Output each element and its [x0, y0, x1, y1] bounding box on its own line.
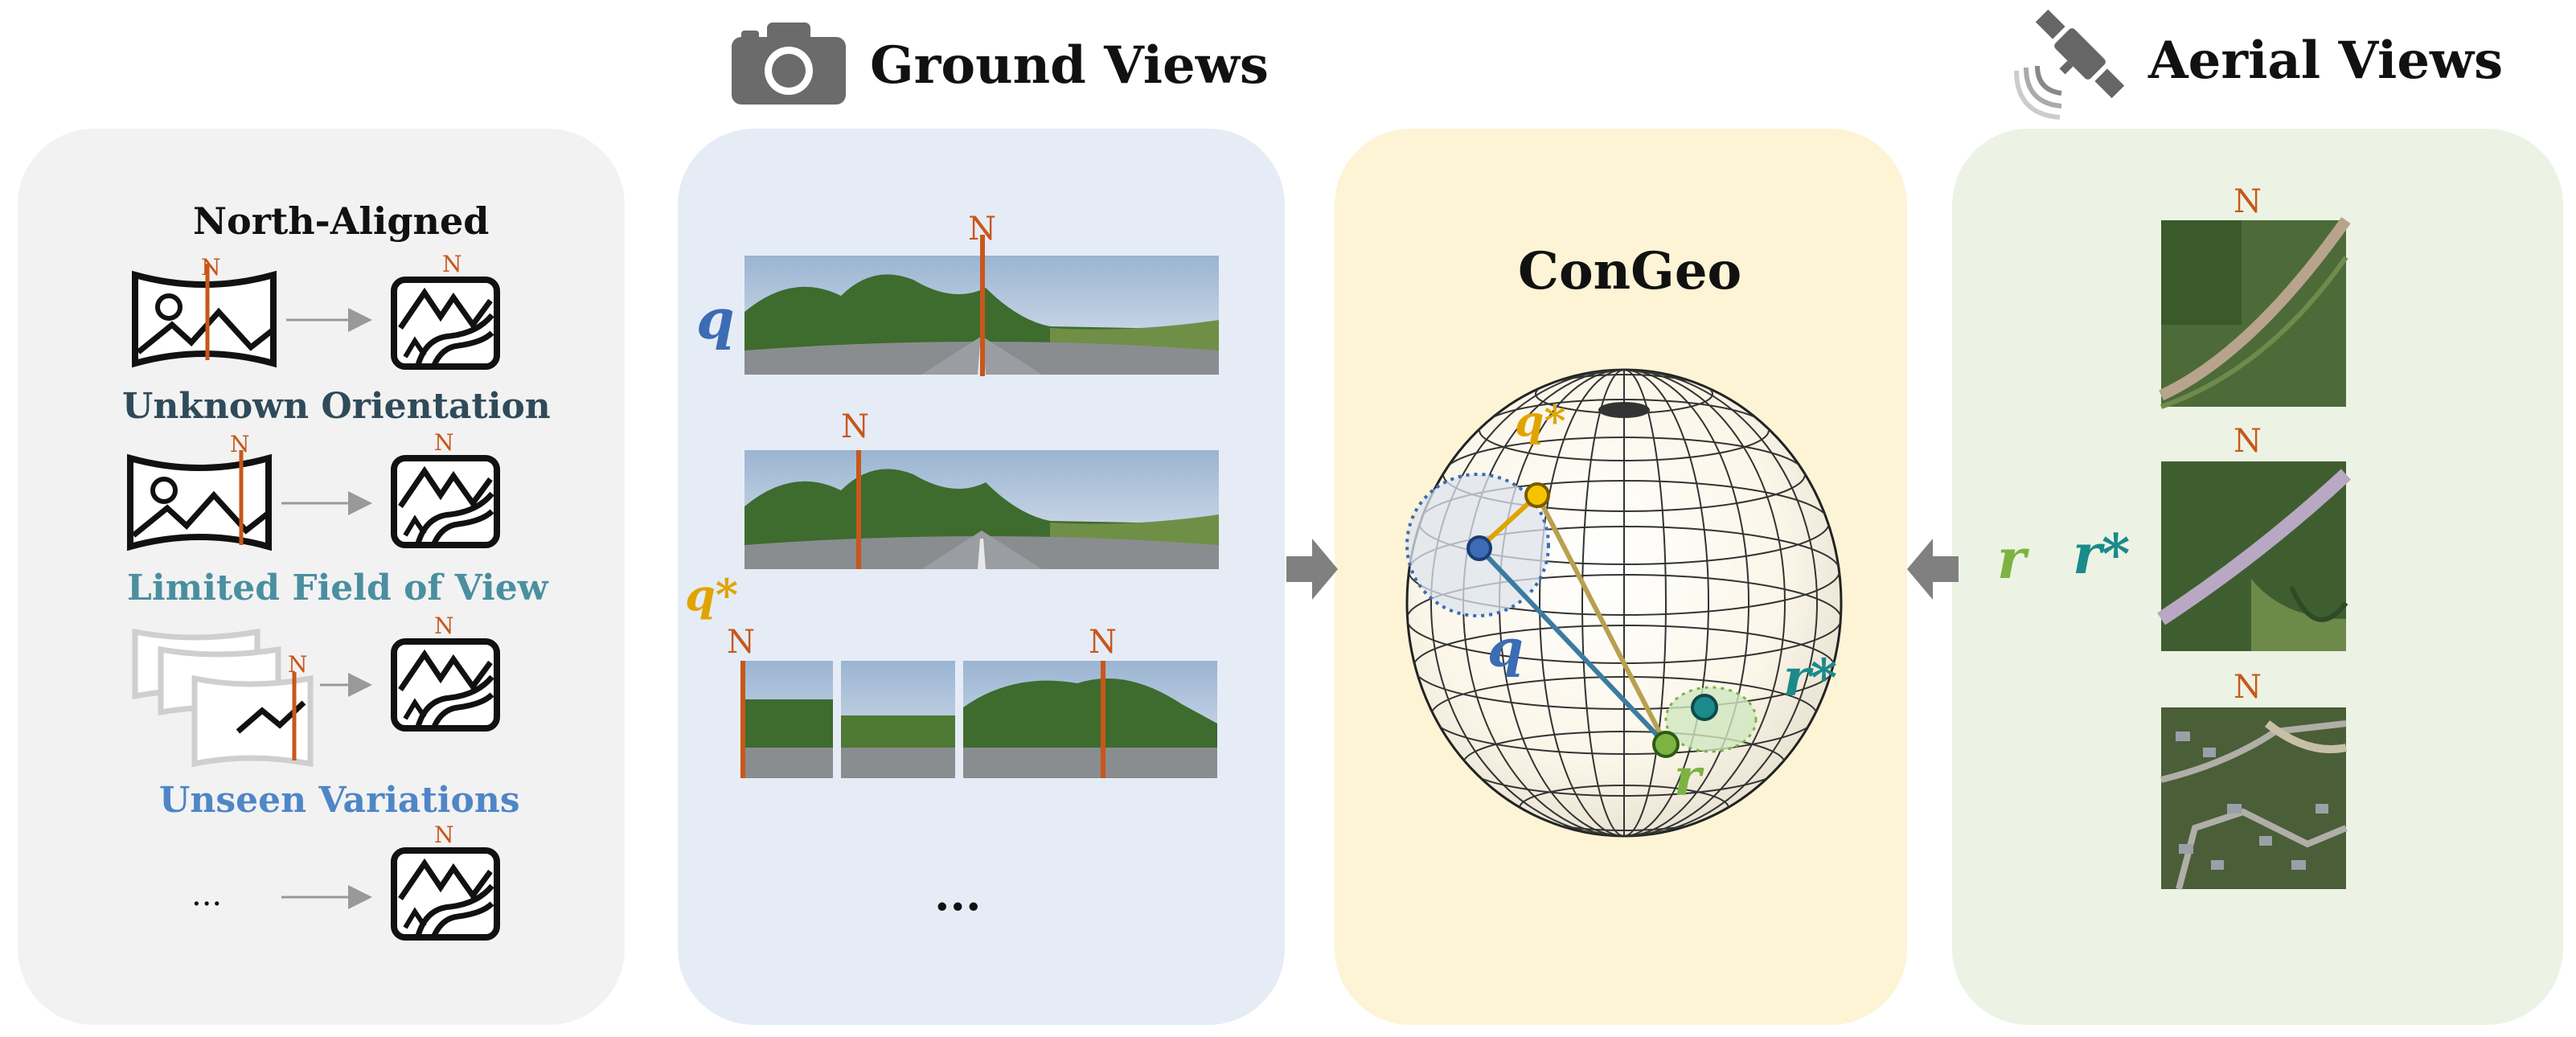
- query-label-q-star: q*: [685, 569, 738, 621]
- north-label: N: [2233, 669, 2262, 706]
- q-point: [1466, 535, 1492, 561]
- q-to-q-star-line: [1477, 493, 1540, 551]
- variation-label-unseen: Unseen Variations: [159, 780, 520, 821]
- aerial-views-title: Aerial Views: [2148, 31, 2504, 91]
- right-arrow: [1286, 539, 1338, 600]
- r-point: [1652, 731, 1680, 758]
- r-star-point: [1691, 694, 1718, 721]
- left-panel-illustrations: N N N N N N N: [0, 251, 643, 1037]
- congeo-title: ConGeo: [1518, 241, 1742, 301]
- sphere-label-r-star: r*: [1783, 648, 1838, 708]
- aerial-label-r: r: [1997, 527, 2026, 592]
- north-label: N: [230, 431, 250, 457]
- query-label-q: q: [696, 288, 735, 352]
- satellite-icon: [2014, 9, 2125, 121]
- north-label: N: [1089, 624, 1117, 661]
- north-label: N: [2233, 423, 2262, 460]
- camera-icon: [732, 23, 846, 108]
- q-star-to-r-line: [1535, 494, 1668, 746]
- ground-views-images: N N N N: [727, 211, 1219, 778]
- north-label: N: [841, 408, 869, 445]
- north-label: N: [434, 429, 454, 456]
- north-label: N: [288, 651, 308, 678]
- sphere-label-q: q: [1487, 619, 1524, 679]
- aerial-image-3: [2161, 707, 2346, 889]
- north-label: N: [442, 251, 462, 277]
- north-label: N: [434, 613, 454, 639]
- sphere-label-q-star: q*: [1515, 397, 1566, 446]
- sphere-label-r: r: [1674, 748, 1701, 808]
- left-ellipsis: ...: [191, 876, 223, 913]
- variation-label-unknown-orientation: Unknown Orientation: [122, 386, 551, 427]
- north-aligned-title: North-Aligned: [193, 199, 490, 243]
- aerial-images: N N N: [2157, 183, 2352, 891]
- ground-views-title: Ground Views: [870, 35, 1269, 96]
- north-label: N: [201, 254, 221, 281]
- left-panel: [18, 129, 625, 1025]
- ground-ellipsis: ...: [934, 868, 982, 921]
- aerial-label-r-star: r*: [2073, 523, 2131, 587]
- variation-label-limited-fov: Limited Field of View: [127, 568, 548, 609]
- left-arrow: [1907, 539, 1959, 600]
- embedding-sphere: [1405, 368, 1843, 838]
- q-star-point: [1524, 482, 1550, 508]
- north-label: N: [2233, 183, 2262, 220]
- north-label: N: [727, 624, 755, 661]
- q-to-r-line: [1477, 546, 1668, 747]
- north-label: N: [968, 211, 996, 248]
- north-label: N: [434, 822, 454, 848]
